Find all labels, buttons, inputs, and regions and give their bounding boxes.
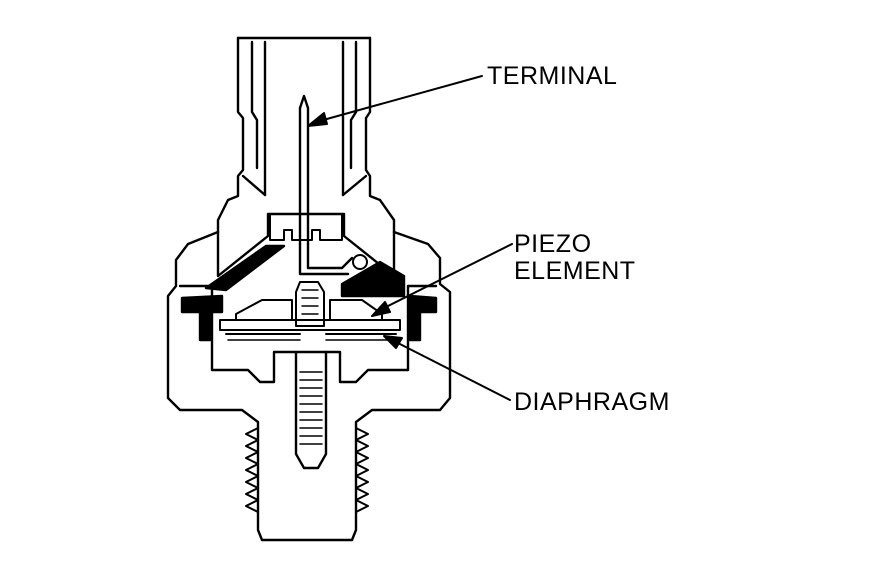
piezo-element bbox=[235, 281, 383, 327]
diaphragm bbox=[219, 319, 401, 341]
piezo-leader-line bbox=[371, 243, 513, 317]
connector-housing bbox=[216, 36, 396, 234]
piezo-label-line2: ELEMENT bbox=[514, 257, 636, 285]
diaphragm-label: DIAPHRAGM bbox=[514, 388, 670, 416]
diaphragm-leader-line bbox=[383, 335, 511, 401]
left-thread bbox=[245, 427, 259, 513]
sensor-case bbox=[166, 230, 452, 542]
terminal-label: TERMINAL bbox=[487, 62, 618, 90]
inner-body bbox=[180, 212, 438, 342]
pressure-port bbox=[294, 350, 328, 470]
piezo-element-label: PIEZO ELEMENT bbox=[514, 231, 636, 285]
piezo-label-line1: PIEZO bbox=[514, 230, 592, 258]
right-thread bbox=[355, 427, 369, 513]
terminal-pin bbox=[298, 94, 354, 276]
terminal-leader-line bbox=[307, 75, 483, 127]
